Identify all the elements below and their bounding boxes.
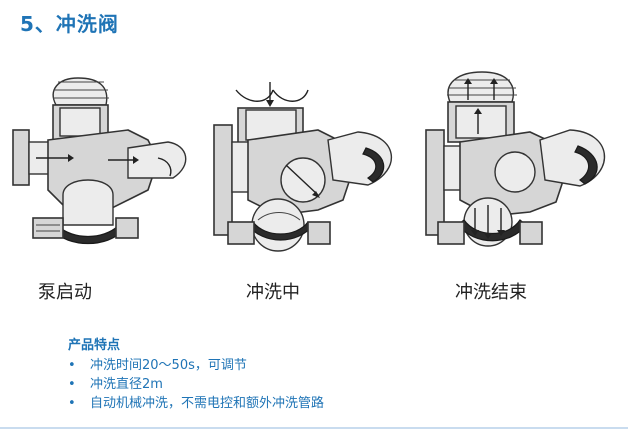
valve-diagram-flush-end bbox=[425, 71, 606, 247]
page-title: 5、冲洗阀 bbox=[20, 12, 119, 36]
features-list: 冲洗时间20～50s，可调节 冲洗直径2m 自动机械冲洗，不需电控和额外冲洗管路 bbox=[68, 356, 324, 413]
caption-flush-end: 冲洗结束 bbox=[455, 282, 527, 303]
feature-item: 冲洗直径2m bbox=[68, 375, 324, 394]
caption-flushing: 冲洗中 bbox=[246, 282, 300, 303]
features-heading: 产品特点 bbox=[68, 338, 121, 353]
feature-item: 冲洗时间20～50s，可调节 bbox=[68, 356, 324, 375]
caption-pump-start: 泵启动 bbox=[38, 282, 92, 303]
valve-diagram-flushing bbox=[213, 82, 393, 252]
feature-item: 自动机械冲洗，不需电控和额外冲洗管路 bbox=[68, 394, 324, 413]
valve-diagram-pump-start bbox=[12, 77, 187, 245]
bottom-divider bbox=[0, 427, 628, 429]
features-section: 产品特点 冲洗时间20～50s，可调节 冲洗直径2m 自动机械冲洗，不需电控和额… bbox=[68, 334, 324, 413]
